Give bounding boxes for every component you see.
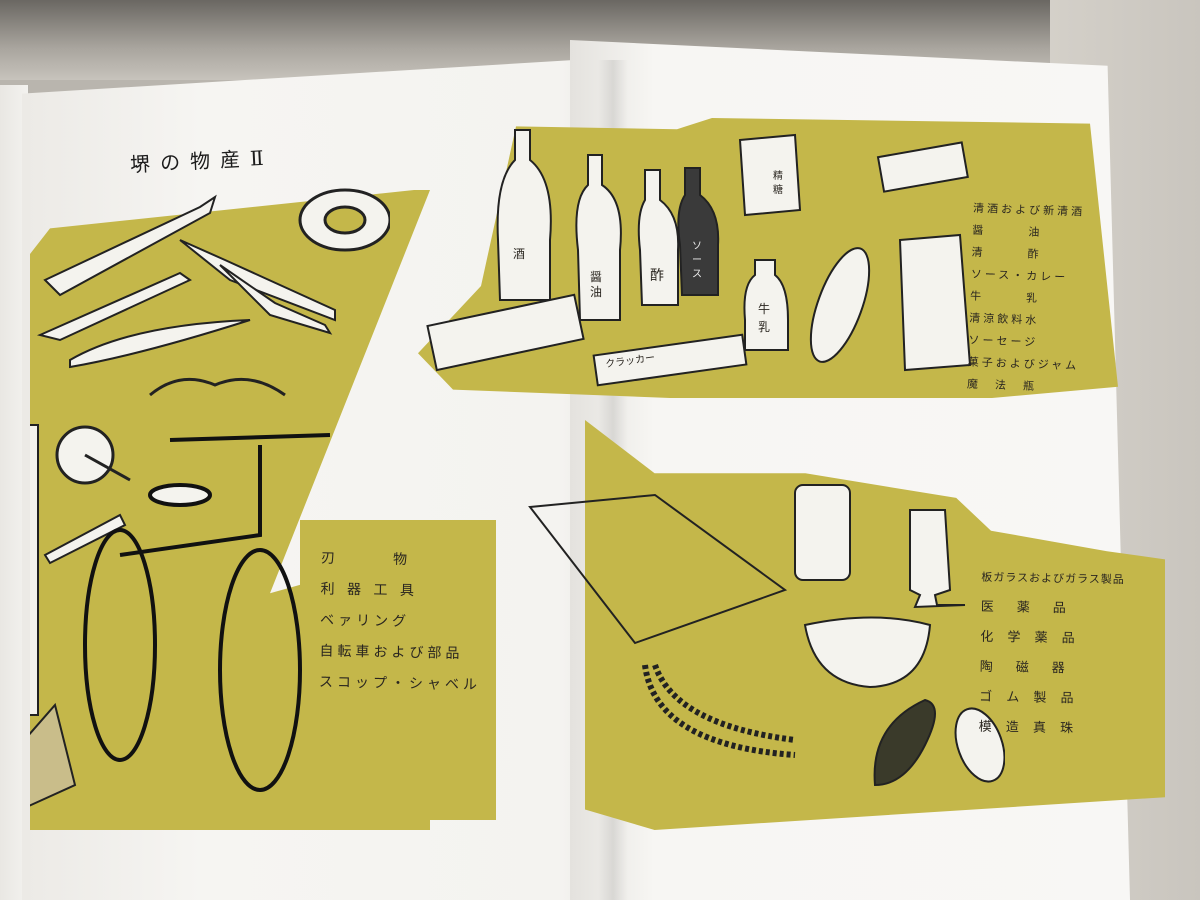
shuttle-icon: [69, 319, 251, 369]
soy-sauce-label: 醤油: [590, 270, 603, 299]
product-item: ベァリング: [319, 612, 411, 630]
product-item: 刃 物: [320, 550, 412, 569]
sausage-icon: [809, 247, 871, 363]
can-opener-icon: [36, 271, 192, 342]
product-item: スコップ・シャベル: [318, 674, 482, 694]
shovel-icon: [30, 424, 77, 807]
left-illustrations: [30, 188, 390, 807]
product-item: 自転車および部品: [319, 643, 464, 662]
left-yellow-panel-text-area: [300, 520, 496, 820]
bearing-icon: [298, 188, 390, 252]
sake-bottle-icon: [496, 129, 552, 301]
glass-plate-icon: [528, 493, 788, 645]
cracker-tray-icon: [426, 293, 585, 372]
sake-label: 酒: [513, 247, 526, 261]
medicine-jar-icon: [794, 484, 851, 581]
product-item: 化 学 薬 品: [980, 629, 1080, 647]
mortar-pestle-icon: [803, 616, 932, 689]
industrial-illustrations: [528, 484, 1005, 787]
sauce-label: ソース: [692, 241, 702, 280]
pearl-necklace-icon: [642, 663, 796, 758]
food-product-list: 清酒および新清酒 醤 油 清 酢 ソース・カレー 牛 乳 清涼飲料水 ソーセージ…: [967, 198, 1114, 401]
rubber-shoes-icon: [873, 698, 1005, 787]
thermos-icon: [898, 233, 972, 372]
soy-bottle-icon: [575, 154, 622, 321]
sugar-box-icon: [738, 133, 802, 217]
sauce-bottle-icon: [677, 167, 720, 296]
milk-bottle-icon: [743, 259, 789, 351]
knife-icon: [43, 194, 217, 297]
sugar-label: 精糖: [773, 171, 783, 196]
vinegar-bottle-icon: [637, 169, 680, 306]
industrial-product-list: 板ガラスおよびガラス製品 医 薬 品 化 学 薬 品 陶 磁 器 ゴ ム 製 品…: [978, 563, 1131, 746]
bicycle-icon: [83, 433, 331, 792]
product-item: 板ガラスおよびガラス製品: [981, 570, 1125, 587]
handlebar-icon: [149, 377, 286, 397]
flask-icon: [909, 509, 966, 609]
food-illustrations: [426, 129, 972, 387]
chainring-icon: [55, 425, 131, 485]
vinegar-label: 酢: [650, 268, 664, 284]
left-product-list: 刃 物 利 器 工 具 ベァリング 自転車および部品 スコップ・シャベル: [319, 543, 502, 701]
product-item: 陶 磁 器: [979, 659, 1070, 677]
product-item: ゴ ム 製 品: [979, 689, 1079, 707]
product-item: 利 器 工 具: [320, 581, 419, 600]
pliers-icon: [179, 239, 336, 335]
candy-box-icon: [876, 141, 969, 193]
milk-label: 牛乳: [758, 302, 771, 334]
product-item: 模 造 真 珠: [978, 719, 1079, 737]
pump-icon: [43, 513, 127, 565]
product-item: 医 薬 品: [980, 599, 1071, 617]
